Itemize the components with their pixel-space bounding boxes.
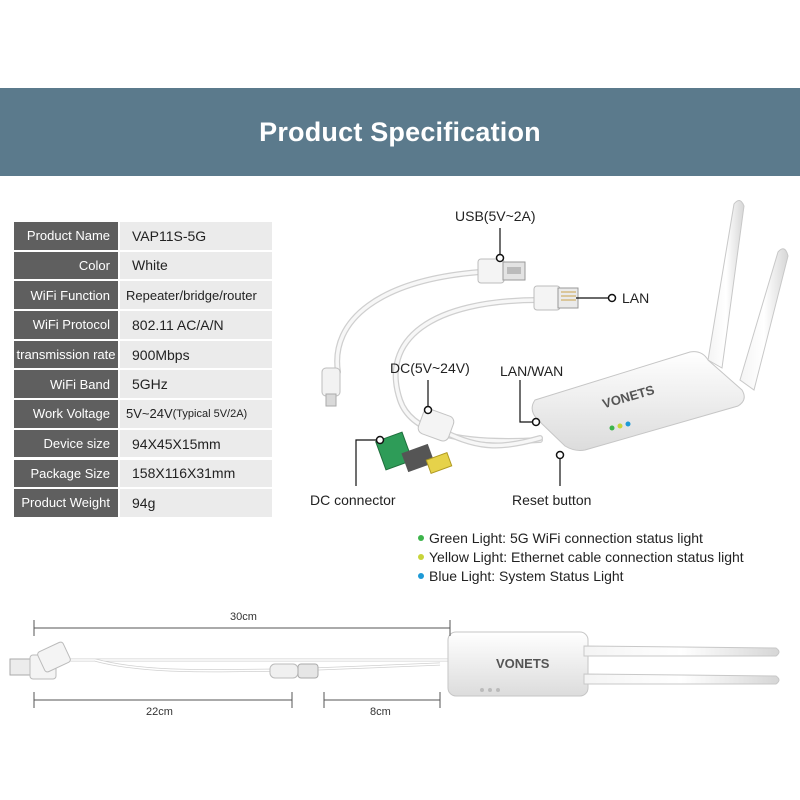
- callout-lines: [355, 228, 612, 486]
- usb-label: USB(5V~2A): [455, 208, 536, 224]
- voltage-range: 5V~24V: [126, 406, 173, 422]
- reset-button-label: Reset button: [512, 492, 592, 508]
- spec-value: White: [120, 251, 272, 280]
- bottom-brand-logo: VONETS: [496, 656, 550, 671]
- title-banner: Product Specification: [0, 88, 800, 176]
- spec-label: WiFi Protocol: [14, 311, 118, 339]
- green-dot-icon: [418, 534, 424, 541]
- spec-label: Product Weight: [14, 489, 118, 517]
- spec-value: 5GHz: [120, 370, 272, 399]
- page-title: Product Specification: [259, 116, 541, 147]
- dc-connector: [375, 431, 453, 474]
- spec-row-product-weight: Product Weight 94g: [14, 489, 272, 517]
- spec-value: 802.11 AC/A/N: [120, 311, 272, 339]
- legend-item-blue: Blue Light: System Status Light: [418, 566, 744, 585]
- spec-row-work-voltage: Work Voltage 5V~24V(Typical 5V/2A): [14, 400, 272, 428]
- spec-value: 5V~24V(Typical 5V/2A): [120, 400, 272, 428]
- spec-value: 94X45X15mm: [120, 429, 272, 458]
- light-legend: Green Light: 5G WiFi connection status l…: [418, 528, 744, 585]
- dc-input-label: DC(5V~24V): [390, 360, 470, 376]
- lan-plug: [533, 285, 579, 311]
- yellow-dot-icon: [418, 553, 424, 560]
- spec-row-product-name: Product Name VAP11S-5G: [14, 222, 272, 250]
- spec-value: 94g: [120, 489, 272, 517]
- lan-wan-label: LAN/WAN: [500, 363, 564, 379]
- dimension-tail: 8cm: [370, 706, 391, 718]
- usb-plug: [477, 258, 526, 284]
- legend-text: Green Light: 5G WiFi connection status l…: [429, 529, 703, 546]
- spec-table: Product Name VAP11S-5G Color White WiFi …: [14, 222, 272, 519]
- cables: [334, 269, 543, 449]
- spec-label: WiFi Function: [14, 281, 118, 309]
- legend-item-green: Green Light: 5G WiFi connection status l…: [418, 528, 744, 547]
- bottom-device: VONETS: [9, 631, 780, 697]
- blue-dot-icon: [418, 572, 424, 579]
- legend-item-yellow: Yellow Light: Ethernet cable connection …: [418, 547, 744, 566]
- spec-row-transmission-rate: transmission rate 900Mbps: [14, 340, 272, 369]
- dc-connector-label: DC connector: [310, 492, 396, 508]
- legend-text: Blue Light: System Status Light: [429, 567, 624, 584]
- dc-plug: [321, 367, 341, 407]
- dimension-total: 30cm: [230, 611, 257, 623]
- spec-value: VAP11S-5G: [120, 222, 272, 250]
- dimension-cable: 22cm: [146, 706, 173, 718]
- router-body: VONETS: [531, 351, 745, 451]
- spec-row-package-size: Package Size 158X116X31mm: [14, 459, 272, 488]
- voltage-note: (Typical 5V/2A): [172, 407, 248, 420]
- spec-row-device-size: Device size 94X45X15mm: [14, 429, 272, 458]
- spec-value: 158X116X31mm: [120, 459, 272, 488]
- callout-dots: [375, 253, 617, 460]
- spec-label: Color: [14, 251, 118, 280]
- spec-row-wifi-function: WiFi Function Repeater/bridge/router: [14, 281, 272, 309]
- dc-socket: [417, 408, 455, 442]
- spec-row-wifi-band: WiFi Band 5GHz: [14, 370, 272, 399]
- lan-label: LAN: [622, 290, 650, 306]
- antennas: [707, 200, 789, 391]
- spec-label: Work Voltage: [14, 400, 118, 428]
- spec-label: Product Name: [14, 222, 118, 250]
- spec-label: Device size: [14, 429, 118, 458]
- spec-row-wifi-protocol: WiFi Protocol 802.11 AC/A/N: [14, 311, 272, 339]
- spec-label: transmission rate: [14, 340, 118, 369]
- spec-value: Repeater/bridge/router: [120, 281, 272, 309]
- spec-row-color: Color White: [14, 251, 272, 280]
- spec-value: 900Mbps: [120, 340, 272, 369]
- spec-label: WiFi Band: [14, 370, 118, 399]
- dimension-lines: [33, 620, 451, 708]
- legend-text: Yellow Light: Ethernet cable connection …: [429, 548, 744, 565]
- spec-label: Package Size: [14, 459, 118, 488]
